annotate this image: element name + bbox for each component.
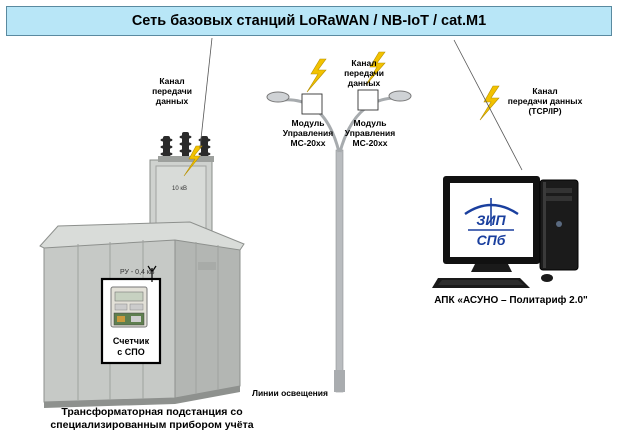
kv-plate-label: 10 кВ <box>172 186 187 192</box>
server-caption: АПК «АСУНО – Политариф 2.0" <box>418 294 604 307</box>
module-left-box <box>302 94 322 114</box>
svg-text:ЗИП: ЗИП <box>476 212 506 228</box>
meter-label: Счетчик с СПО <box>102 336 160 358</box>
lightning-center-left-icon <box>307 59 326 92</box>
module-right-box <box>358 90 378 110</box>
svg-text:СПб: СПб <box>477 232 506 248</box>
channel-label-left: Канал передачи данных <box>142 76 202 106</box>
module-label-left: Модуль Управления МС-20хх <box>278 118 338 148</box>
lighting-lines-label: Линии освещения <box>250 388 330 398</box>
lightning-server-icon <box>480 86 499 120</box>
channel-label-right: Канал передачи данных (TCP/IP) <box>500 86 590 116</box>
meter-icon <box>111 287 147 327</box>
substation-caption: Трансформаторная подстанция со специализ… <box>42 406 262 432</box>
ru-plate-label: РУ - 0,4 кВ <box>120 269 155 276</box>
channel-label-center: Канал передачи данных <box>336 58 392 88</box>
module-label-right: Модуль Управления МС-20хх <box>340 118 400 148</box>
